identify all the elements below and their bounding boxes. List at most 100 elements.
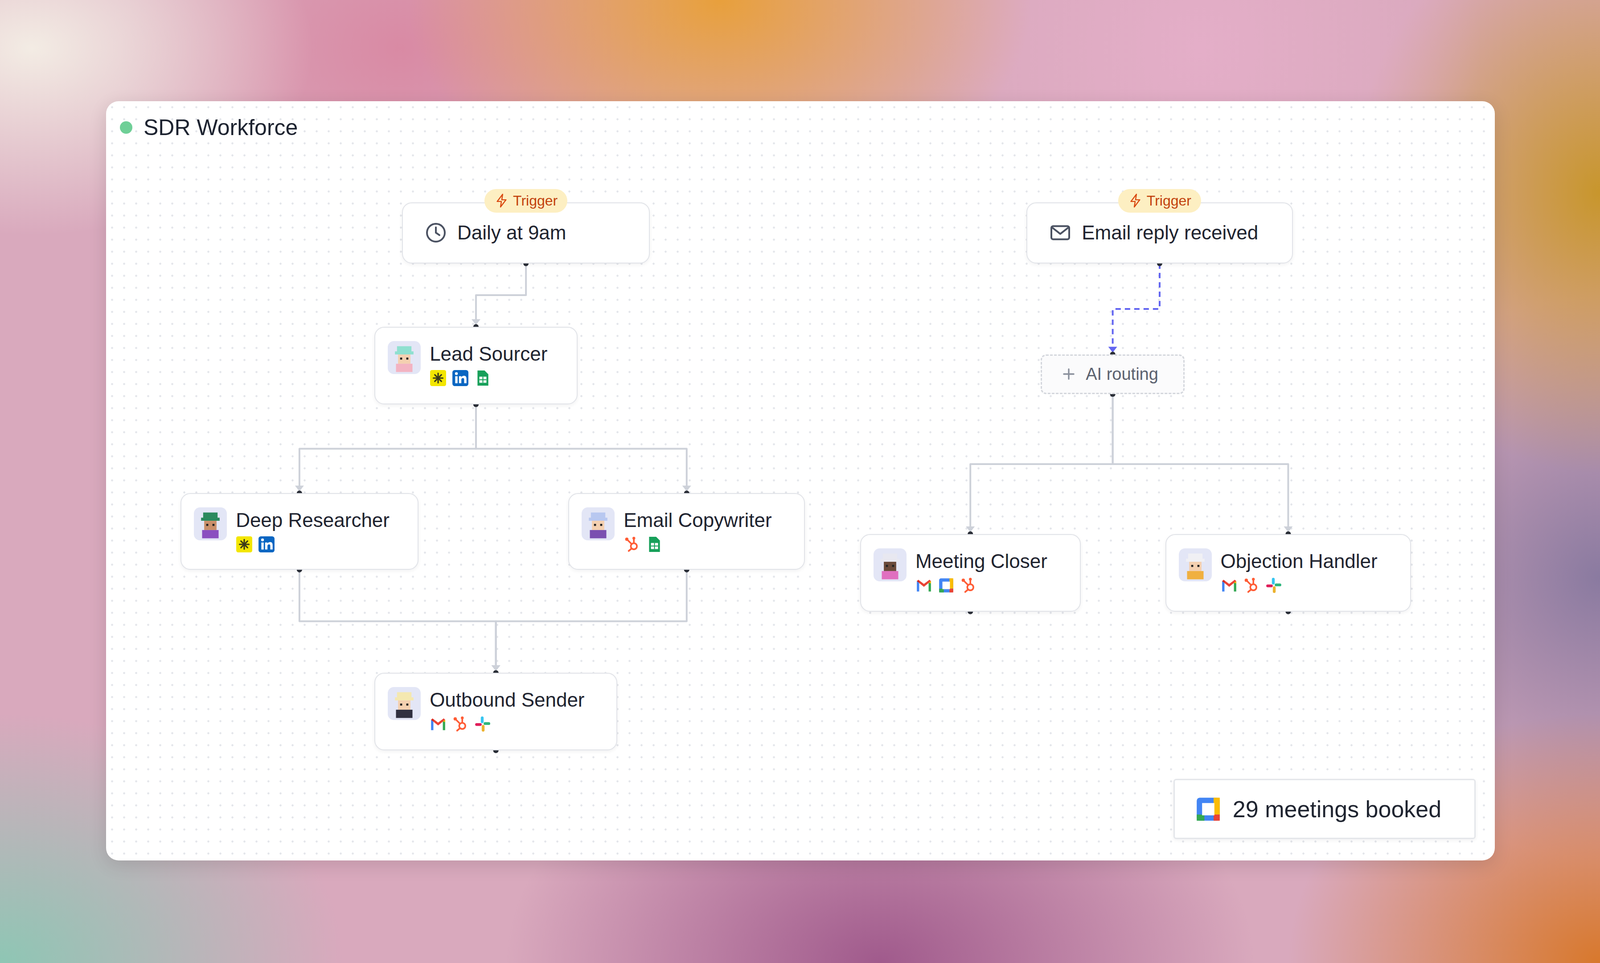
graphic-part xyxy=(1272,586,1276,593)
graphic-part xyxy=(387,340,421,374)
trigger-badge: Trigger xyxy=(1118,188,1202,213)
agent-info: Lead Sourcer xyxy=(429,342,548,387)
agent-name: Objection Handler xyxy=(1220,549,1378,573)
graphic-part xyxy=(1244,578,1248,582)
graphic-part xyxy=(1189,561,1202,571)
graphic-part xyxy=(916,580,919,583)
connector xyxy=(491,566,690,676)
hub-icon xyxy=(960,576,977,594)
agent-avatar xyxy=(193,507,227,541)
graphic-part xyxy=(625,537,629,541)
agent-info: Deep Researcher xyxy=(235,508,390,553)
workflow-card: SDR WorkforceTriggerDaily at 9amTriggerE… xyxy=(106,101,1495,861)
star-icon xyxy=(235,535,253,553)
graphic-part xyxy=(581,507,615,541)
agent-box: Meeting Closer xyxy=(860,533,1081,612)
graphic-part xyxy=(1246,579,1257,592)
graphic-part xyxy=(239,539,250,550)
connector-line xyxy=(1112,263,1160,351)
graphic-part xyxy=(1274,583,1282,587)
graphic-part xyxy=(1130,194,1140,207)
graphic-part xyxy=(453,717,457,721)
graphic-part xyxy=(1051,227,1069,234)
graphic-part xyxy=(939,578,954,593)
graphic-part xyxy=(426,223,445,242)
stat-text: 29 meetings booked xyxy=(1232,795,1442,823)
graphic-part xyxy=(204,520,217,530)
connector xyxy=(1110,391,1293,537)
graphic-part xyxy=(1213,814,1220,821)
cal-icon xyxy=(937,576,955,594)
connector-line xyxy=(475,404,687,490)
hub-icon xyxy=(623,535,641,553)
graphic-part xyxy=(627,538,638,551)
graphic-part xyxy=(1251,577,1255,581)
graphic-part xyxy=(591,520,605,530)
graphic-part xyxy=(475,722,482,726)
trigger-box: TriggerEmail reply received xyxy=(1026,202,1293,264)
li-icon xyxy=(258,535,275,553)
graphic-part xyxy=(1202,802,1215,816)
graphic-part xyxy=(241,541,248,548)
agent-avatar xyxy=(581,507,615,541)
graphic-part xyxy=(457,728,460,731)
connector-line xyxy=(1112,393,1289,531)
graphic-part xyxy=(1222,579,1237,587)
graphic-part xyxy=(434,374,442,382)
graphic-part xyxy=(394,697,414,701)
tool-icons xyxy=(429,369,548,387)
stat-box: 29 meetings booked xyxy=(1173,778,1476,839)
agent-info: Outbound Sender xyxy=(429,688,585,733)
graphic-part xyxy=(590,529,607,539)
graphic-part xyxy=(479,376,487,383)
agent-box: Email Copywriter xyxy=(568,492,805,570)
connector xyxy=(295,401,479,496)
li-icon xyxy=(451,369,469,387)
title-row: SDR Workforce xyxy=(119,114,298,141)
agent-avatar xyxy=(387,340,421,374)
graphic-part xyxy=(886,564,889,567)
graphic-part xyxy=(1196,797,1220,821)
graphic-part xyxy=(443,719,446,731)
trigger-label: Trigger xyxy=(512,192,558,210)
bolt-icon xyxy=(494,192,510,209)
agent-name: Outbound Sender xyxy=(429,688,585,711)
connector-line xyxy=(970,393,1113,531)
graphic-part xyxy=(1051,226,1070,240)
trigger-badge: Trigger xyxy=(484,188,568,213)
connector-line xyxy=(496,569,687,669)
agent-box: Objection Handler xyxy=(1165,533,1412,612)
tool-icons xyxy=(915,576,1048,594)
graphic-part xyxy=(480,716,484,723)
mail-icon xyxy=(1049,221,1071,244)
graphic-part xyxy=(928,580,932,591)
graphic-part xyxy=(433,373,444,383)
tool-icons xyxy=(429,715,585,733)
tool-icons xyxy=(623,535,772,553)
trigger-name: Email reply received xyxy=(1081,221,1259,244)
trigger-box: TriggerDaily at 9am xyxy=(402,202,650,264)
graphic-part xyxy=(202,529,219,539)
connector xyxy=(471,260,529,330)
graphic-part xyxy=(1233,580,1236,591)
agent-name: Lead Sourcer xyxy=(429,342,548,366)
graphic-part xyxy=(400,703,403,706)
graphic-part xyxy=(460,716,464,719)
graphic-part xyxy=(1233,580,1236,583)
status-dot xyxy=(119,120,133,135)
graphic-part xyxy=(455,372,458,375)
graphic-part xyxy=(236,536,253,553)
gmail-icon xyxy=(915,576,933,594)
graphic-part xyxy=(968,577,972,581)
agent-box: Deep Researcher xyxy=(180,492,419,570)
graphic-part xyxy=(600,523,603,526)
graphic-part xyxy=(654,542,656,550)
graphic-part xyxy=(483,722,491,725)
graphic-part xyxy=(961,578,965,582)
gmail-icon xyxy=(1220,576,1238,594)
agent-name: Meeting Closer xyxy=(915,549,1048,573)
graphic-part xyxy=(387,686,421,720)
graphic-part xyxy=(452,369,469,386)
agent-info: Meeting Closer xyxy=(915,549,1048,594)
